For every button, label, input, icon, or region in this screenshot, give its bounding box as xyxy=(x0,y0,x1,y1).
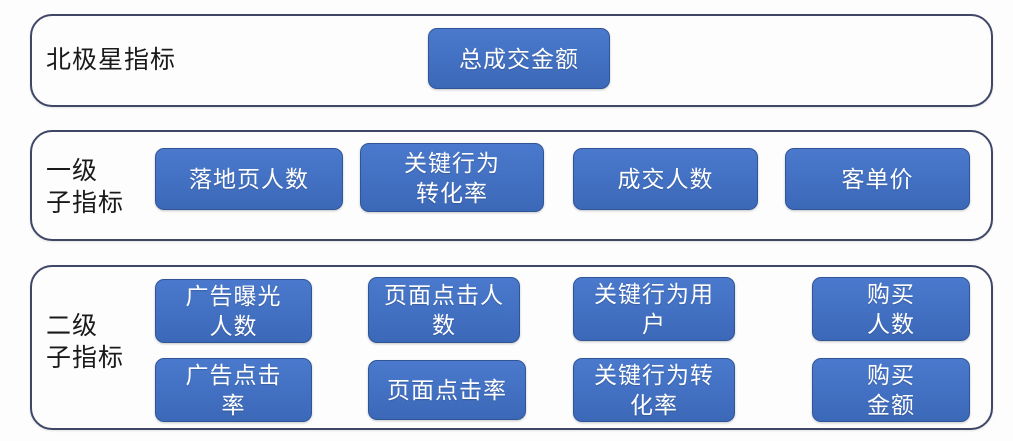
metric-chip-landing-page-users[interactable]: 落地页人数 xyxy=(155,148,343,210)
row-label-level-2: 二级 子指标 xyxy=(46,312,125,372)
metric-chip-ad-impression-users[interactable]: 广告曝光 人数 xyxy=(155,279,312,343)
row-label-level-1: 一级 子指标 xyxy=(46,157,125,217)
metric-chip-ad-click-rate[interactable]: 广告点击 率 xyxy=(155,358,312,422)
metric-chip-page-click-rate[interactable]: 页面点击率 xyxy=(368,360,526,420)
row-label-north-star: 北极星指标 xyxy=(46,46,177,74)
metric-chip-purchase-users[interactable]: 购买 人数 xyxy=(812,277,970,341)
metric-chip-total-gmv[interactable]: 总成交金额 xyxy=(428,28,610,89)
metric-chip-key-action-conversion-rate-l2[interactable]: 关键行为转 化率 xyxy=(573,358,735,422)
metric-chip-purchase-amount[interactable]: 购买 金额 xyxy=(812,358,970,422)
metric-chip-average-order-value[interactable]: 客单价 xyxy=(785,148,970,210)
metric-chip-page-click-users[interactable]: 页面点击人 数 xyxy=(368,277,520,343)
metric-chip-transaction-users[interactable]: 成交人数 xyxy=(573,148,758,210)
metric-chip-key-action-conversion-rate[interactable]: 关键行为 转化率 xyxy=(360,143,544,212)
metric-chip-key-action-users[interactable]: 关键行为用 户 xyxy=(573,277,735,341)
